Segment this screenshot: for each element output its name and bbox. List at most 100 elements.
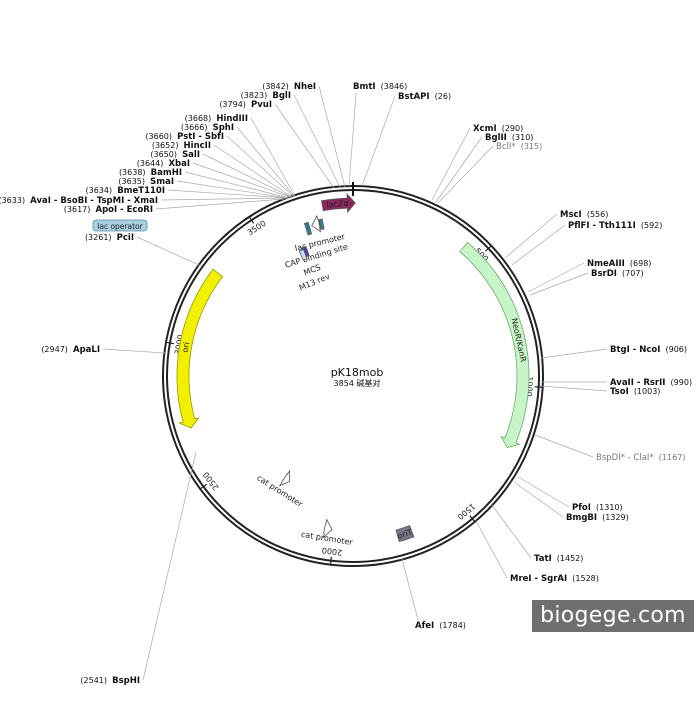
site-name: AvaI - BsoBI - TspMI - XmaI <box>30 196 158 206</box>
site-label: (3650) SalI <box>150 142 200 161</box>
leader-line <box>293 94 341 188</box>
site-position: (592) <box>641 221 663 230</box>
leader-line <box>534 434 594 458</box>
site-position: (3617) <box>64 205 91 214</box>
site-position: (3634) <box>85 186 112 195</box>
site-name: PflFI - Tth111I <box>568 221 636 231</box>
site-position: (2947) <box>41 345 68 354</box>
feature-neo <box>459 241 530 449</box>
site-name: BmtI <box>353 82 376 92</box>
feature-orit <box>395 525 415 543</box>
site-name: HindIII <box>216 114 248 124</box>
site-name: AfeI <box>415 621 434 631</box>
tick-mark <box>485 244 493 252</box>
site-label: AfeI (1784) <box>415 613 466 632</box>
plasmid-size: 3854 碱基对 <box>334 378 381 388</box>
site-leader-lines <box>102 85 608 681</box>
site-position: (1452) <box>557 554 584 563</box>
tick-mark <box>534 386 544 388</box>
leader-line <box>475 520 508 579</box>
site-label: BspDI* - ClaI* (1167) <box>596 445 685 464</box>
site-label: MscI (556) <box>560 202 608 221</box>
site-position: (1329) <box>602 513 629 522</box>
site-name: TatI <box>534 554 552 564</box>
site-label: (3823) BglI <box>241 83 291 102</box>
site-position: (556) <box>587 210 609 219</box>
leader-line <box>511 224 566 266</box>
site-name: BglII <box>485 133 507 143</box>
leader-line <box>136 236 202 267</box>
site-position: (26) <box>435 92 451 101</box>
leader-line <box>274 103 335 189</box>
lac-operator-label-box <box>92 219 148 232</box>
plasmid-name: pK18mob <box>331 366 384 379</box>
site-name: BmeT110I <box>117 186 165 196</box>
site-name: BamHI <box>151 168 182 178</box>
site-position: (3261) <box>85 233 112 242</box>
site-name: BclI* <box>496 142 516 152</box>
tick-label: 2000 <box>321 546 342 557</box>
leader-line <box>348 92 357 187</box>
site-label: (3652) HincII <box>152 133 211 152</box>
site-name: BsrDI <box>591 269 617 279</box>
feature-label-m13-rev: M13 rev <box>298 272 332 293</box>
site-position: (1784) <box>439 621 466 630</box>
leader-line <box>540 348 608 359</box>
site-name: BspDI* - ClaI* <box>596 453 654 463</box>
site-label: BmgBI (1329) <box>566 505 629 524</box>
site-name: HincII <box>184 141 211 151</box>
site-label: (3633) AvaI - BsoBI - TspMI - XmaI <box>0 188 158 207</box>
leader-line <box>142 451 197 681</box>
watermark: biogege.com <box>532 600 694 632</box>
leader-line <box>437 145 494 204</box>
feature-m13-rev <box>298 248 308 261</box>
leader-line <box>539 385 608 392</box>
site-label: (3634) BmeT110I <box>85 178 165 197</box>
site-position: (3823) <box>241 91 268 100</box>
site-label: (3644) XbaI <box>137 151 190 170</box>
site-name: PstI - SbfI <box>177 132 224 142</box>
site-name: PfoI <box>572 503 591 513</box>
leader-line <box>202 153 292 198</box>
site-position: (3668) <box>185 114 212 123</box>
site-label: (3660) PstI - SbfI <box>145 124 224 143</box>
site-position: (698) <box>630 259 652 268</box>
site-position: (1003) <box>634 387 661 396</box>
site-label: (3638) BamHI <box>119 160 182 179</box>
tick-mark <box>199 483 208 491</box>
site-label: MreI - SgrAI (1528) <box>510 566 599 585</box>
feature-lacZa <box>321 193 356 214</box>
feature-label-lacZa: lacZα <box>326 199 349 210</box>
leader-line <box>167 189 289 199</box>
site-label: BmtI (3846) <box>353 74 407 93</box>
site-position: (3650) <box>150 150 177 159</box>
site-label: XcmI (290) <box>473 116 523 135</box>
feature-cap-site <box>303 221 313 236</box>
site-label: (3842) NheI <box>262 74 316 93</box>
leader-line <box>192 162 291 198</box>
tick-mark <box>329 556 332 566</box>
leader-line <box>513 481 564 518</box>
leader-line <box>184 171 290 199</box>
site-label: (2541) BspHI <box>80 668 140 687</box>
site-label: TatI (1452) <box>534 546 583 565</box>
site-name: BtgI - NcoI <box>610 345 660 355</box>
site-name: ApoI - EcoRI <box>95 205 153 215</box>
site-name: XbaI <box>168 159 190 169</box>
leader-line <box>176 180 289 199</box>
leader-line <box>318 85 346 188</box>
site-position: (3846) <box>381 82 408 91</box>
site-position: (3635) <box>118 177 145 186</box>
lac-operator-label: lac operator <box>97 222 143 231</box>
site-label: (3617) ApoI - EcoRI <box>64 197 153 216</box>
site-position: (3666) <box>181 123 208 132</box>
leader-line <box>160 197 288 201</box>
site-label: BclI* (315) <box>496 134 542 153</box>
site-position: (310) <box>512 133 534 142</box>
leader-line <box>102 348 166 354</box>
leader-line <box>213 144 293 198</box>
site-label: (3668) HindIII <box>185 106 248 125</box>
leader-line <box>504 213 558 259</box>
